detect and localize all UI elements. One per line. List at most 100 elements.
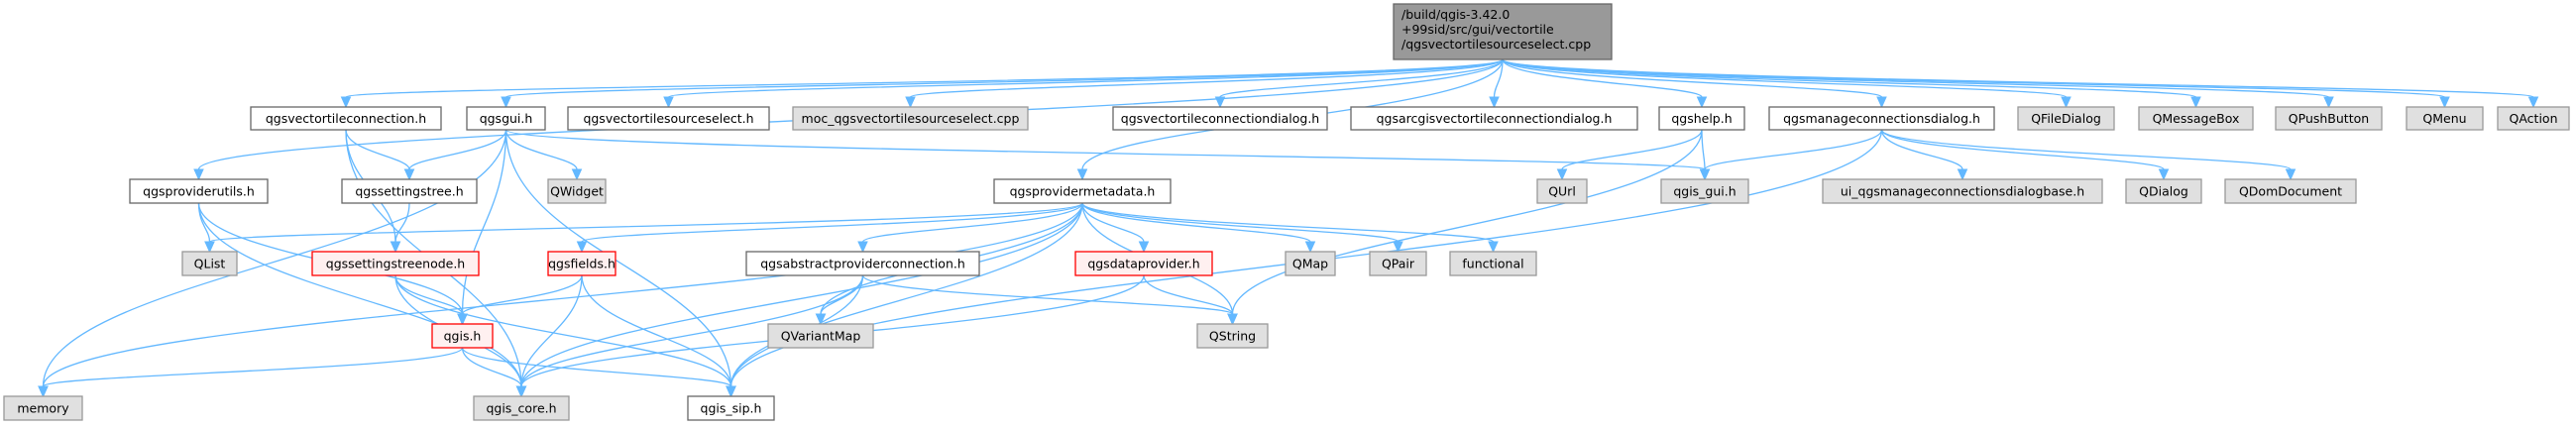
node-box	[1658, 106, 1745, 131]
node-box	[1536, 178, 1588, 204]
node-label: qgis_gui.h	[1673, 184, 1736, 199]
edge-qgshelp_h-to-QUrl	[1561, 129, 1703, 170]
node-label: ui_qgsmanageconnectionsdialogbase.h	[1841, 184, 2084, 199]
node-box	[1660, 178, 1749, 204]
node-qgsprovidermetadata-h[interactable]: qgsprovidermetadata.h	[993, 178, 1172, 204]
node-qgsvectortileconnectiondialog-h[interactable]: qgsvectortileconnectiondialog.h	[1112, 106, 1328, 131]
arrowhead-icon	[2285, 168, 2296, 181]
node-label: +99sid/src/gui/vectortile	[1401, 22, 1554, 37]
node-qgsmanageconnectionsdialog-h[interactable]: qgsmanageconnectionsdialog.h	[1768, 106, 1995, 131]
edge-qgsgui_h-to-qgssettingstree_h	[408, 129, 507, 170]
node-qgsfields-h[interactable]: qgsfields.h	[547, 251, 616, 276]
arrowhead-icon	[2190, 96, 2201, 109]
edge-root-to-qgsmanageconnectionsdialog_h	[1502, 58, 1883, 98]
node-QWidget: QWidget	[547, 178, 607, 204]
node-qgsgui-h[interactable]: qgsgui.h	[466, 106, 546, 131]
edge-qgsprovidermetadata_h-to-QList	[208, 202, 1083, 243]
node-QString: QString	[1196, 323, 1269, 349]
edge-root-to-qgsvectortileconnectiondialog_h	[1219, 58, 1504, 98]
edge-qgshelp_h-to-QString	[1231, 129, 1703, 315]
node-box	[1285, 251, 1336, 276]
node-box	[767, 323, 874, 349]
arrowhead-icon	[340, 96, 352, 109]
node-box	[745, 251, 980, 276]
node-qgis-core-h: qgis_core.h	[473, 395, 570, 421]
edge-qgsprovidermetadata_h-to-qgsabstractproviderconnection_h	[861, 202, 1083, 243]
node-box	[311, 251, 480, 276]
node-label: QDomDocument	[2239, 184, 2342, 199]
node-label: qgis_sip.h	[701, 401, 762, 416]
node-box	[2138, 106, 2254, 131]
edge-qgsfields_h-to-qgis_core_h	[520, 274, 583, 387]
node-label: QWidget	[550, 184, 604, 199]
edge-qgsgui_h-to-memory	[42, 129, 507, 387]
node-box	[1369, 251, 1427, 276]
node-label: QUrl	[1548, 184, 1576, 199]
node-label: QMap	[1292, 257, 1328, 271]
node-box	[547, 178, 607, 204]
node-memory: memory	[3, 395, 83, 421]
node-label: QList	[194, 257, 226, 271]
edge-qgsmanageconnectionsdialog_h-to-ui_dialogbase_h	[1880, 129, 1963, 170]
node-qgshelp-h[interactable]: qgshelp.h	[1658, 106, 1745, 131]
edge-qgsgui_h-to-qgis_h	[461, 129, 507, 315]
edge-qgis_h-to-qgis_sip_h	[461, 347, 732, 387]
node-box	[250, 106, 442, 131]
node-label: qgsfields.h	[548, 257, 616, 271]
edge-root-to-QFileDialog	[1502, 58, 2068, 98]
node-box	[1196, 323, 1269, 349]
arrowhead-icon	[1696, 96, 1708, 109]
node-box	[2017, 106, 2115, 131]
node-qgssettingstree-h[interactable]: qgssettingstree.h	[341, 178, 478, 204]
node-root[interactable]: /build/qgis-3.42.0+99sid/src/gui/vectort…	[1393, 3, 1613, 60]
node-qgis-sip-h[interactable]: qgis_sip.h	[687, 395, 775, 421]
node-qgsproviderutils-h[interactable]: qgsproviderutils.h	[129, 178, 269, 204]
arrowhead-icon	[1304, 241, 1316, 254]
node-ui-dialogbase-h: ui_qgsmanageconnectionsdialogbase.h	[1822, 178, 2103, 204]
node-qgsvectortileconnection-h[interactable]: qgsvectortileconnection.h	[250, 106, 442, 131]
node-qgsabstractproviderconnection-h[interactable]: qgsabstractproviderconnection.h	[745, 251, 980, 276]
arrowhead-icon	[1699, 168, 1711, 181]
arrowhead-icon	[815, 313, 827, 326]
node-qgsarcgisvectortileconnectiondialog-h[interactable]: qgsarcgisvectortileconnectiondialog.h	[1350, 106, 1638, 131]
node-qgsdataprovider-h[interactable]: qgsdataprovider.h	[1074, 251, 1213, 276]
node-box	[1822, 178, 2103, 204]
edge-qgsprovidermetadata_h-to-memory	[42, 202, 1083, 387]
node-label: qgsabstractproviderconnection.h	[760, 257, 965, 271]
node-box	[567, 106, 770, 131]
edge-qgsprovidermetadata_h-to-qgsdataprovider_h	[1081, 202, 1145, 243]
node-box	[129, 178, 269, 204]
node-QAction: QAction	[2497, 106, 2570, 131]
arrowhead-icon	[204, 241, 215, 254]
arrowhead-icon	[2323, 96, 2334, 109]
node-label: /build/qgis-3.42.0	[1401, 7, 1510, 22]
arrowhead-icon	[1488, 241, 1499, 254]
edge-qgsmanageconnectionsdialog_h-to-QDomDocument	[1880, 129, 2292, 170]
edge-qgsabstractproviderconnection_h-to-qgis_core_h	[520, 274, 864, 387]
edge-root-to-QMessageBox	[1502, 58, 2197, 98]
edge-qgsmanageconnectionsdialog_h-to-QDialog	[1880, 129, 2165, 170]
node-moc-cpp: moc_qgsvectortilesourceselect.cpp	[792, 106, 1029, 131]
node-label: functional	[1462, 257, 1523, 271]
node-box	[993, 178, 1172, 204]
node-functional: functional	[1449, 251, 1537, 276]
node-QDomDocument: QDomDocument	[2224, 178, 2357, 204]
edge-root-to-QAction	[1502, 58, 2534, 98]
node-QFileDialog: QFileDialog	[2017, 106, 2115, 131]
node-box	[341, 178, 478, 204]
node-box	[2497, 106, 2570, 131]
node-label: qgssettingstree.h	[355, 184, 463, 199]
edge-root-to-qgshelp_h	[1502, 58, 1703, 98]
node-qgsvectortilesourceselect-h[interactable]: qgsvectortilesourceselect.h	[567, 106, 770, 131]
arrowhead-icon	[663, 96, 674, 109]
edge-qgsgui_h-to-qgis_gui_h	[504, 129, 1706, 170]
node-qgssettingstreenode-h[interactable]: qgssettingstreenode.h	[311, 251, 480, 276]
arrowhead-icon	[2439, 96, 2450, 109]
node-label: /qgsvectortilesourceselect.cpp	[1401, 37, 1591, 52]
edge-root-to-qgsgui_h	[504, 58, 1504, 98]
node-qgis-h[interactable]: qgis.h	[431, 323, 494, 349]
node-box	[2406, 106, 2484, 131]
node-QMessageBox: QMessageBox	[2138, 106, 2254, 131]
node-box	[2224, 178, 2357, 204]
node-label: QFileDialog	[2031, 111, 2101, 126]
